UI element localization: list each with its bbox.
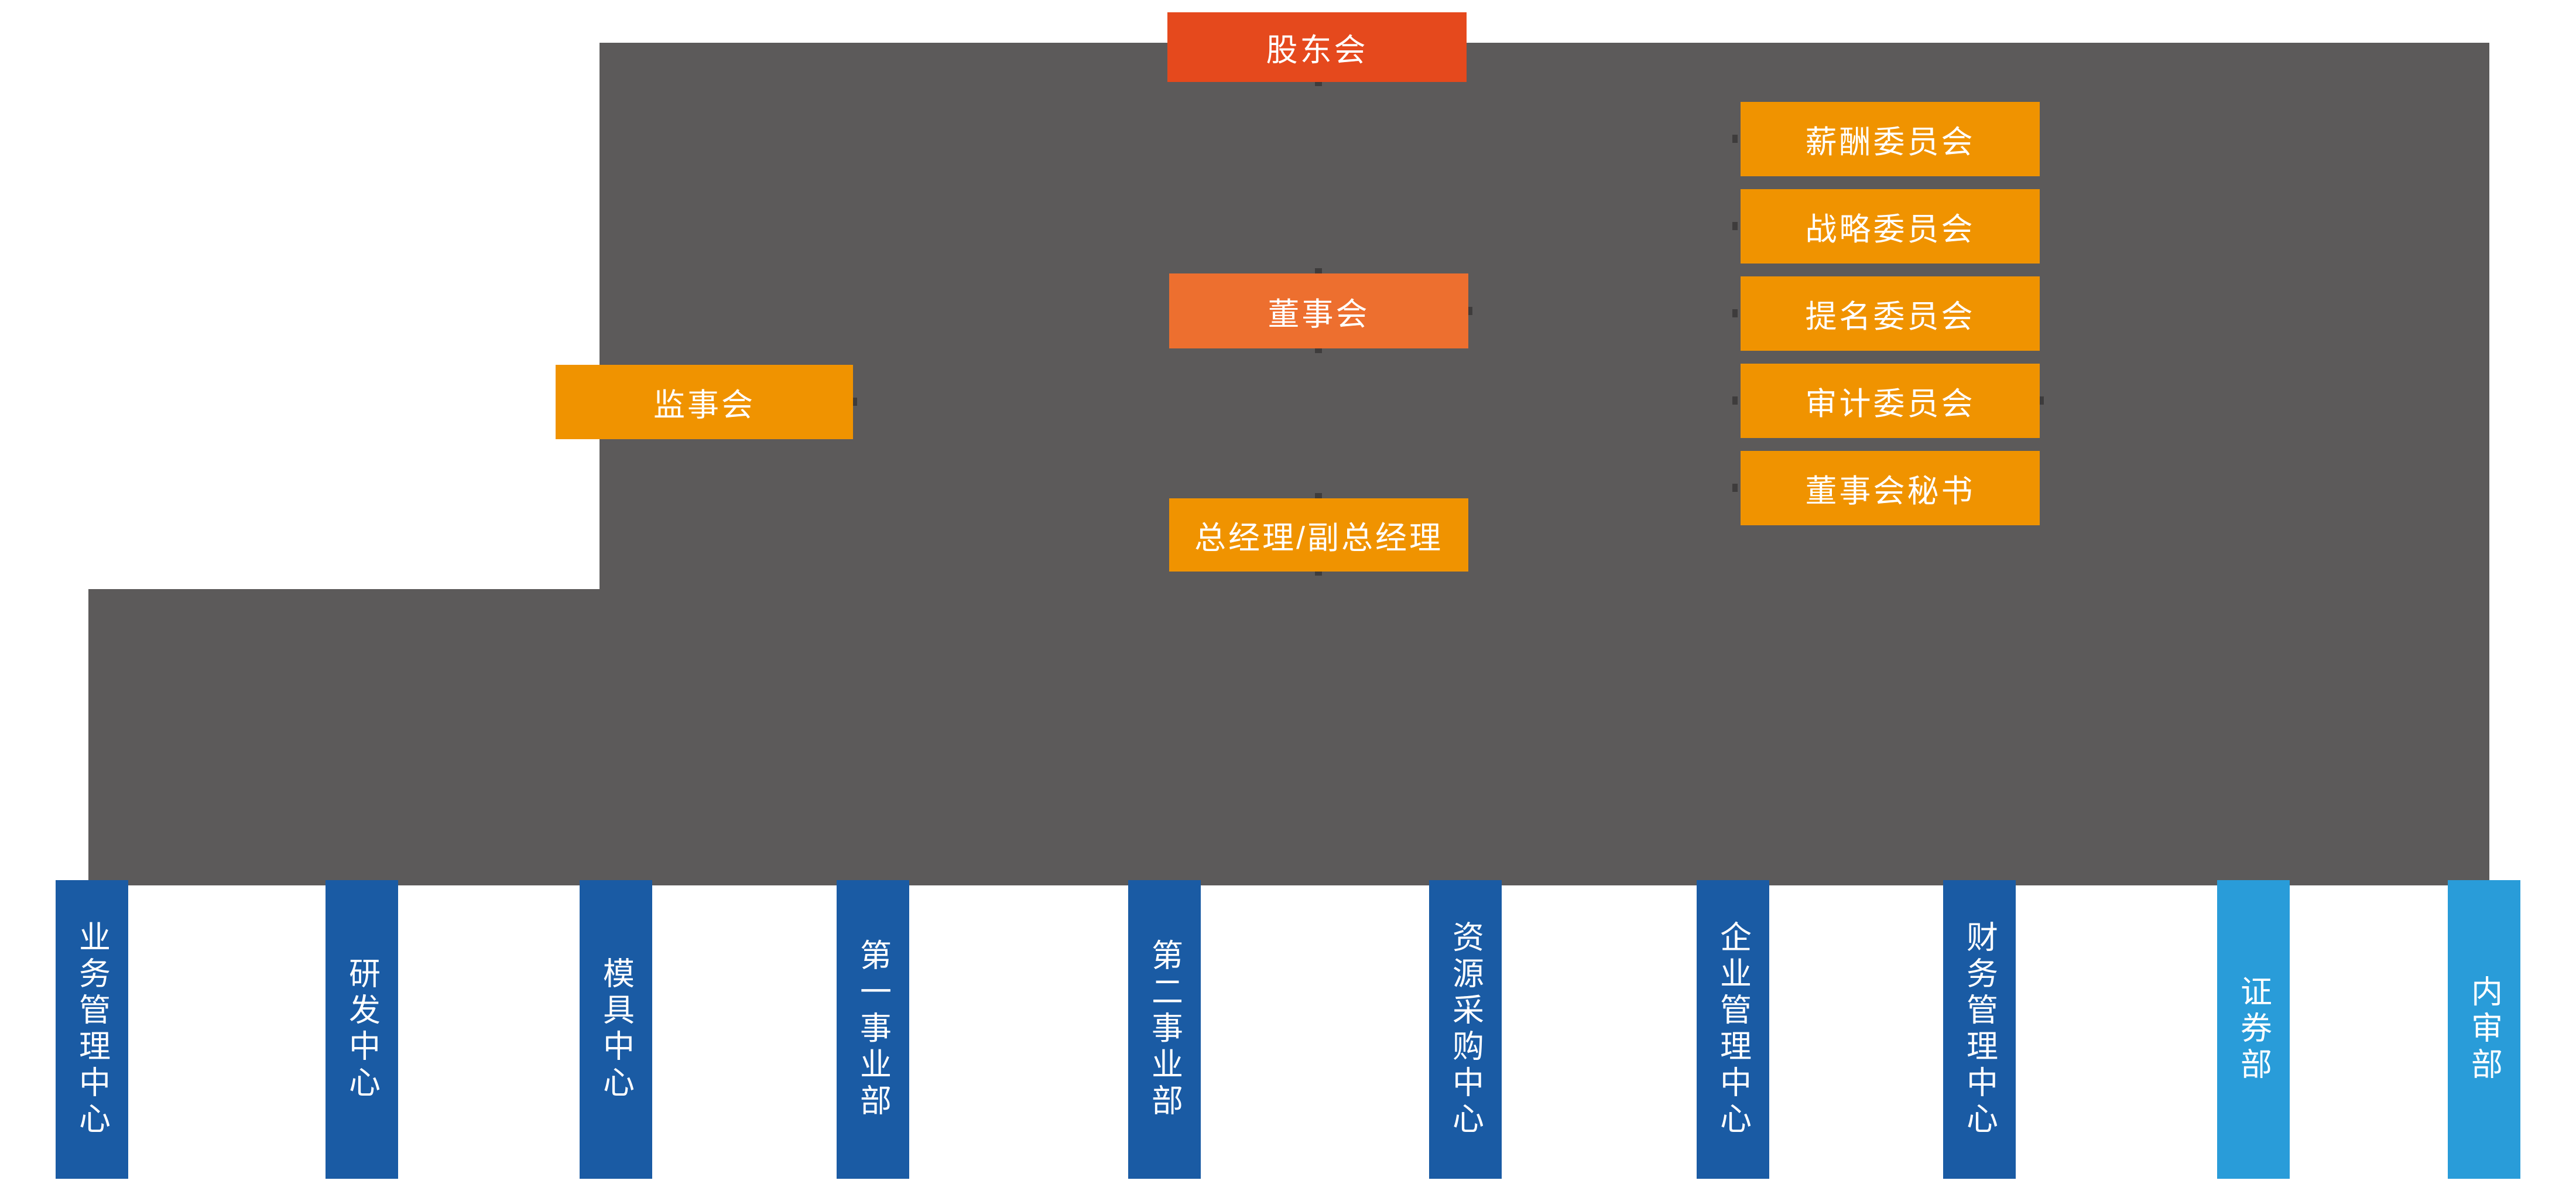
department-label: 业务管理中心 xyxy=(74,921,109,1138)
supervisory-board-box: 监事会 xyxy=(556,365,853,439)
connector-stub-committee-1-left xyxy=(1732,135,1738,143)
connector-stub-supervisory-right xyxy=(852,398,857,406)
department-label: 证券部 xyxy=(2235,975,2271,1084)
gray-backdrop-left-extension xyxy=(88,589,600,885)
connector-stub-committee-4-left xyxy=(1732,396,1738,405)
shareholders-meeting-box: 股东会 xyxy=(1167,12,1467,82)
department-label: 研发中心 xyxy=(344,957,379,1102)
committee-label: 提名委员会 xyxy=(1805,299,1975,334)
department-bar-rnd-center: 研发中心 xyxy=(326,880,398,1179)
department-bar-securities: 证券部 xyxy=(2217,880,2290,1179)
connector-stub-gm-bottom xyxy=(1315,570,1322,576)
department-label: 资源采购中心 xyxy=(1447,921,1483,1138)
committee-label: 战略委员会 xyxy=(1805,212,1975,247)
department-label: 财务管理中心 xyxy=(1961,921,1997,1138)
department-label: 企业管理中心 xyxy=(1715,921,1751,1138)
general-manager-box: 总经理/副总经理 xyxy=(1169,498,1468,572)
committee-box-nomination: 提名委员会 xyxy=(1741,276,2040,351)
connector-stub-committee-2-left xyxy=(1732,222,1738,230)
gray-backdrop-main xyxy=(600,43,2489,885)
committee-box-strategy: 战略委员会 xyxy=(1741,189,2040,264)
shareholders-meeting-label: 股东会 xyxy=(1266,33,1368,68)
connector-stub-shareholders-bottom xyxy=(1315,81,1322,86)
department-label: 第二事业部 xyxy=(1146,939,1182,1120)
committee-box-compensation: 薪酬委员会 xyxy=(1741,102,2040,176)
committee-label: 董事会秘书 xyxy=(1805,474,1975,509)
department-bar-resource-procurement: 资源采购中心 xyxy=(1429,880,1502,1179)
connector-stub-committee-5-left xyxy=(1732,484,1738,492)
department-bar-first-division: 第一事业部 xyxy=(837,880,909,1179)
connector-stub-board-bottom xyxy=(1315,348,1322,353)
committee-label: 审计委员会 xyxy=(1805,386,1975,422)
department-bar-enterprise-management: 企业管理中心 xyxy=(1697,880,1769,1179)
connector-stub-board-top xyxy=(1315,268,1322,273)
department-label: 模具中心 xyxy=(598,957,633,1102)
department-bar-second-division: 第二事业部 xyxy=(1128,880,1201,1179)
department-label: 内审部 xyxy=(2466,975,2502,1084)
board-of-directors-label: 董事会 xyxy=(1268,296,1370,332)
general-manager-label: 总经理/副总经理 xyxy=(1194,521,1443,556)
department-bar-finance-management: 财务管理中心 xyxy=(1943,880,2016,1179)
committee-box-board-secretary: 董事会秘书 xyxy=(1741,451,2040,525)
connector-stub-committee-4-right xyxy=(2039,396,2044,405)
department-bar-internal-audit: 内审部 xyxy=(2448,880,2520,1179)
connector-stub-gm-top xyxy=(1315,493,1322,498)
committee-box-audit: 审计委员会 xyxy=(1741,364,2040,438)
supervisory-board-label: 监事会 xyxy=(653,388,755,423)
department-label: 第一事业部 xyxy=(855,939,890,1120)
department-bar-mold-center: 模具中心 xyxy=(580,880,652,1179)
department-bar-business-management: 业务管理中心 xyxy=(56,880,128,1179)
committee-label: 薪酬委员会 xyxy=(1805,125,1975,160)
board-of-directors-box: 董事会 xyxy=(1169,273,1468,348)
connector-stub-committee-3-left xyxy=(1732,309,1738,317)
connector-stub-board-right xyxy=(1467,307,1472,315)
